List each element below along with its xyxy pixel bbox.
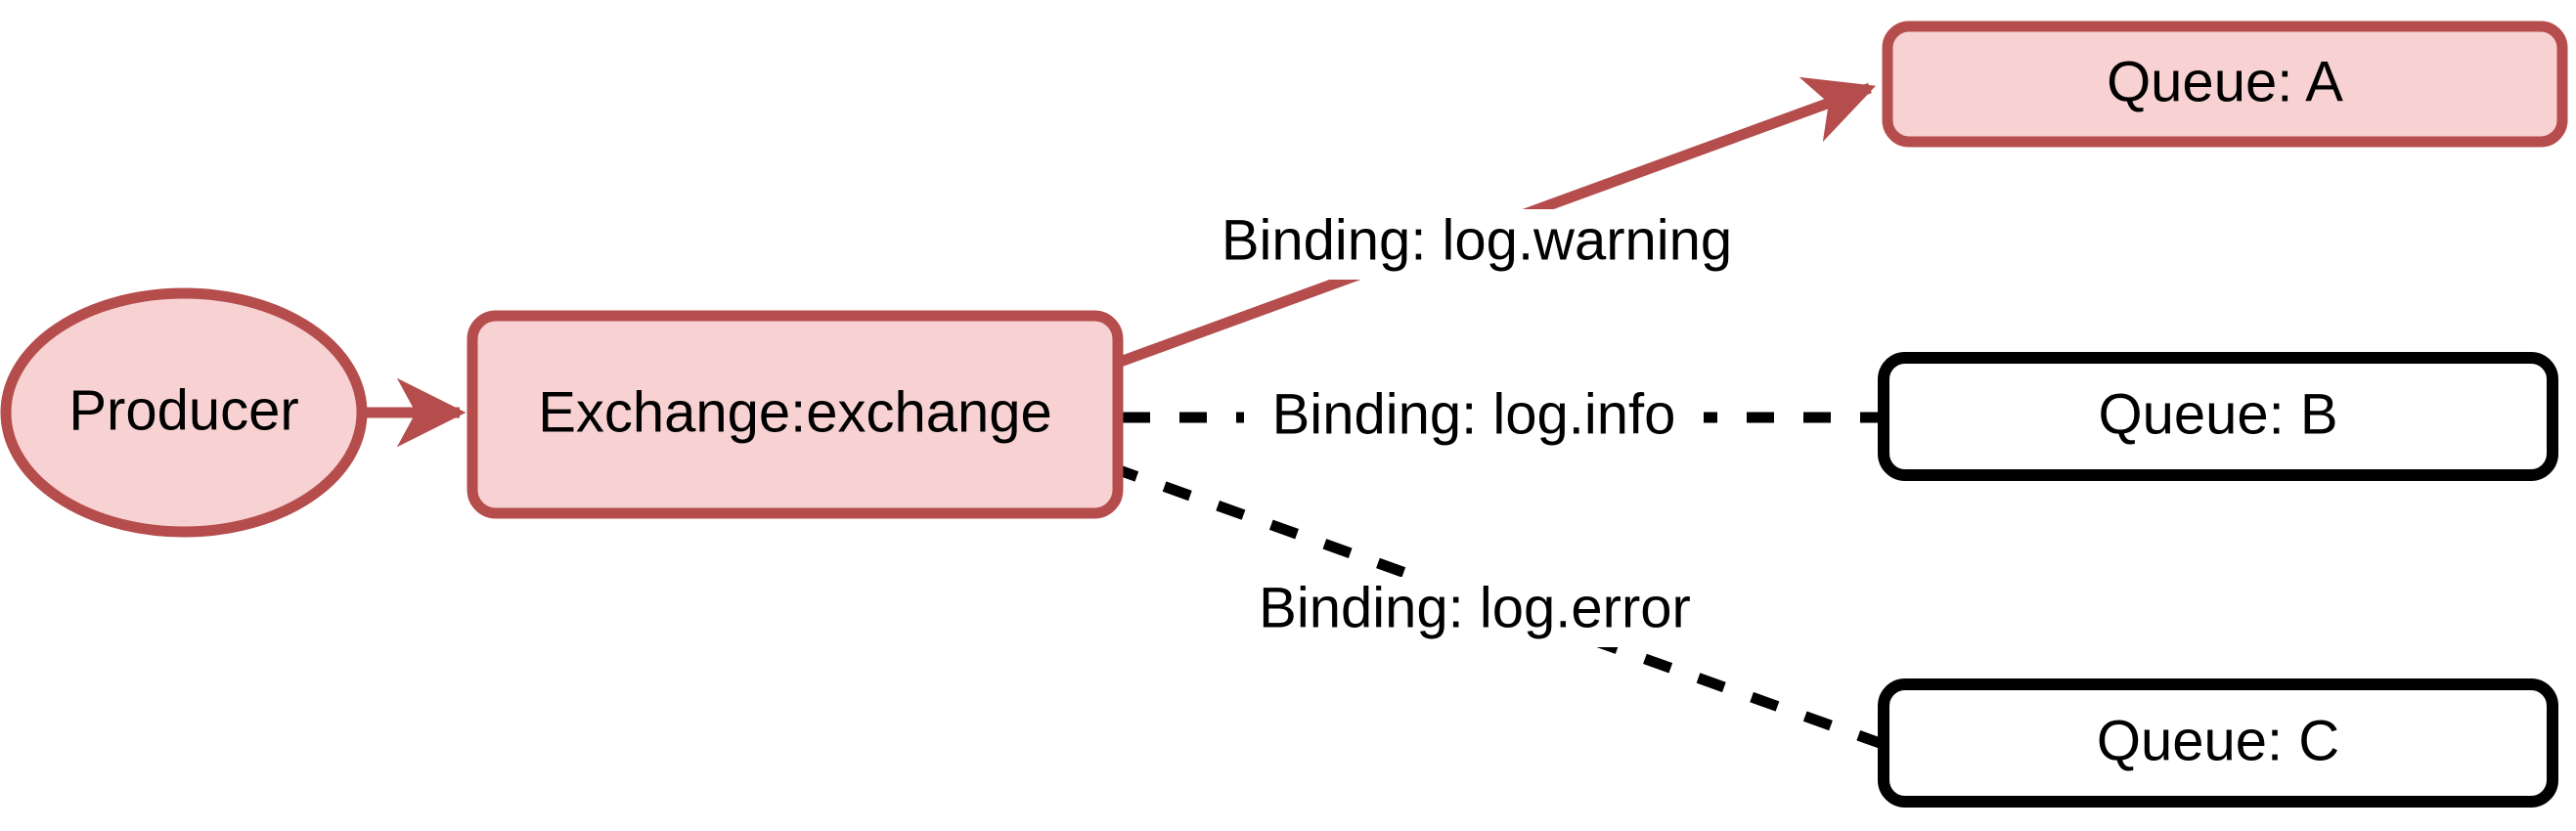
queue-a-rect-shape	[1882, 21, 2568, 148]
edge-label-log-error-text: Binding: log.error	[1259, 576, 1691, 639]
exchange-rect-shape	[466, 310, 1124, 519]
queue-b-label: Queue: B	[2098, 382, 2337, 446]
node-queue-b[interactable]: Queue: B	[1878, 352, 2558, 481]
producer-label: Producer	[68, 378, 298, 442]
queue-b-rect-shape	[1878, 352, 2558, 481]
node-producer[interactable]: Producer	[0, 287, 368, 538]
queue-c-rect-shape	[1878, 678, 2558, 808]
edge-label-log-warning-bg	[1183, 209, 1770, 280]
exchange-label: Exchange:exchange	[538, 380, 1052, 444]
node-exchange[interactable]: Exchange:exchange	[466, 310, 1124, 519]
node-queue-c[interactable]: Queue: C	[1878, 678, 2558, 808]
edge-label-log-warning-text: Binding: log.warning	[1221, 208, 1732, 272]
edge-label-log-info-bg	[1244, 383, 1704, 454]
queue-a-label: Queue: A	[2107, 50, 2343, 113]
edge-label-log-info: Binding: log.info	[1244, 382, 1704, 454]
edge-label-log-warning: Binding: log.warning	[1183, 208, 1770, 280]
edge-label-log-error-bg	[1230, 577, 1719, 647]
producer-ellipse-shape	[0, 287, 368, 538]
edge-label-log-error: Binding: log.error	[1230, 576, 1719, 647]
queue-c-label: Queue: C	[2097, 709, 2339, 772]
edge-label-log-info-text: Binding: log.info	[1272, 382, 1676, 446]
node-queue-a[interactable]: Queue: A	[1882, 21, 2568, 148]
